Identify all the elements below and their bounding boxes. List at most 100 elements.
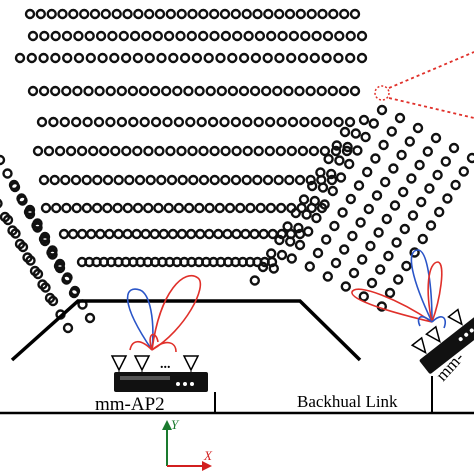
seat-circle bbox=[284, 174, 295, 186]
seat-circle bbox=[317, 8, 328, 20]
seat-circle bbox=[430, 132, 442, 144]
seat-circle bbox=[105, 116, 116, 128]
seat-circle bbox=[2, 168, 13, 179]
seat-circle bbox=[358, 291, 369, 302]
seat-circle bbox=[349, 85, 361, 97]
seat-circle bbox=[327, 185, 338, 197]
seat-circle bbox=[158, 228, 170, 240]
seat-circle bbox=[220, 174, 231, 186]
seat-circle bbox=[274, 8, 285, 20]
seat-circle bbox=[203, 228, 215, 240]
ap2-beams bbox=[126, 274, 202, 353]
seat-circle bbox=[241, 174, 252, 186]
seat-circle bbox=[207, 116, 219, 128]
seat-circle bbox=[238, 52, 250, 64]
seat-circle bbox=[414, 159, 425, 171]
seat-circle bbox=[149, 85, 161, 97]
seat-circle bbox=[305, 85, 316, 97]
stage-outline bbox=[10, 299, 362, 362]
seat-circle bbox=[253, 145, 264, 157]
seat-circle bbox=[120, 52, 132, 64]
seat-circle bbox=[339, 244, 350, 255]
seat-circle bbox=[230, 8, 242, 20]
seat-circle bbox=[337, 207, 348, 218]
coordinate-axes bbox=[162, 420, 212, 471]
seat-circle bbox=[32, 268, 44, 280]
seat-circle bbox=[266, 30, 277, 42]
seat-circle bbox=[230, 174, 242, 186]
seat-circle bbox=[224, 202, 236, 214]
seat-circle bbox=[273, 174, 284, 186]
seat-circle bbox=[203, 52, 214, 64]
seat-circle bbox=[113, 228, 124, 240]
seat-circle bbox=[254, 30, 266, 42]
seat-circle bbox=[134, 174, 146, 186]
seat-circle bbox=[263, 8, 274, 20]
seat-circle bbox=[294, 174, 306, 186]
seat-circle bbox=[156, 52, 167, 64]
seat-circle bbox=[275, 145, 286, 157]
seat-circle bbox=[102, 202, 113, 214]
seat-circle bbox=[95, 30, 107, 42]
seat-circle bbox=[132, 145, 143, 157]
seat-circle bbox=[319, 199, 330, 210]
seat-circle bbox=[230, 116, 242, 128]
seating-area bbox=[0, 8, 474, 334]
seat-circle bbox=[257, 261, 269, 273]
seat-circle bbox=[371, 190, 383, 201]
seat-circle bbox=[282, 221, 293, 232]
seat-circle bbox=[386, 126, 397, 137]
seat-circle bbox=[362, 166, 373, 178]
seat-circle bbox=[59, 116, 71, 128]
seat-circle bbox=[383, 250, 394, 262]
seat-circle bbox=[62, 322, 74, 334]
seat-circle bbox=[213, 228, 224, 240]
seat-circle bbox=[65, 145, 77, 157]
axis-x-label: X bbox=[204, 448, 212, 463]
seat-circle bbox=[62, 272, 73, 283]
seat-circle bbox=[293, 222, 304, 234]
seat-circle bbox=[376, 104, 388, 116]
seat-circle bbox=[68, 8, 79, 20]
seat-circle bbox=[344, 116, 356, 128]
seat-circle bbox=[274, 234, 285, 246]
seat-circle bbox=[24, 204, 36, 216]
seat-circle bbox=[194, 228, 206, 240]
seat-circle bbox=[209, 30, 220, 42]
seat-circle bbox=[172, 85, 183, 97]
seat-circle bbox=[39, 30, 50, 42]
seat-circle bbox=[306, 8, 317, 20]
seat-circle bbox=[93, 116, 105, 128]
seat-circle bbox=[26, 52, 37, 64]
seat-circle bbox=[231, 228, 242, 240]
seat-circle bbox=[249, 228, 260, 240]
ap-right-red-beam-up bbox=[427, 261, 443, 323]
seat-circle bbox=[183, 85, 194, 97]
seat-circle bbox=[466, 152, 474, 164]
seat-circle bbox=[305, 174, 316, 186]
seat-circle bbox=[194, 85, 205, 97]
seat-circle bbox=[396, 149, 407, 161]
seat-circle bbox=[16, 193, 27, 204]
ap2-blue-beam bbox=[126, 288, 154, 351]
seat-circle bbox=[160, 85, 172, 97]
seat-circle bbox=[208, 8, 220, 20]
seat-circle bbox=[47, 295, 59, 307]
seat-circle bbox=[365, 240, 376, 252]
seat-circle bbox=[122, 202, 134, 214]
axis-x-arrow-icon bbox=[202, 461, 212, 471]
seat-circle bbox=[187, 8, 198, 20]
seat-circle bbox=[227, 52, 238, 64]
seat-circle bbox=[240, 228, 251, 240]
seat-circle bbox=[401, 260, 412, 272]
seat-circle bbox=[276, 116, 287, 128]
seat-circle bbox=[311, 30, 322, 42]
seat-circle bbox=[61, 52, 73, 64]
seat-circle bbox=[295, 8, 306, 20]
seat-circle bbox=[373, 227, 384, 238]
seat-circle bbox=[264, 116, 276, 128]
seat-circle bbox=[132, 52, 144, 64]
seat-circle bbox=[315, 167, 326, 178]
seat-circle bbox=[322, 30, 334, 42]
seat-circle bbox=[85, 52, 97, 64]
